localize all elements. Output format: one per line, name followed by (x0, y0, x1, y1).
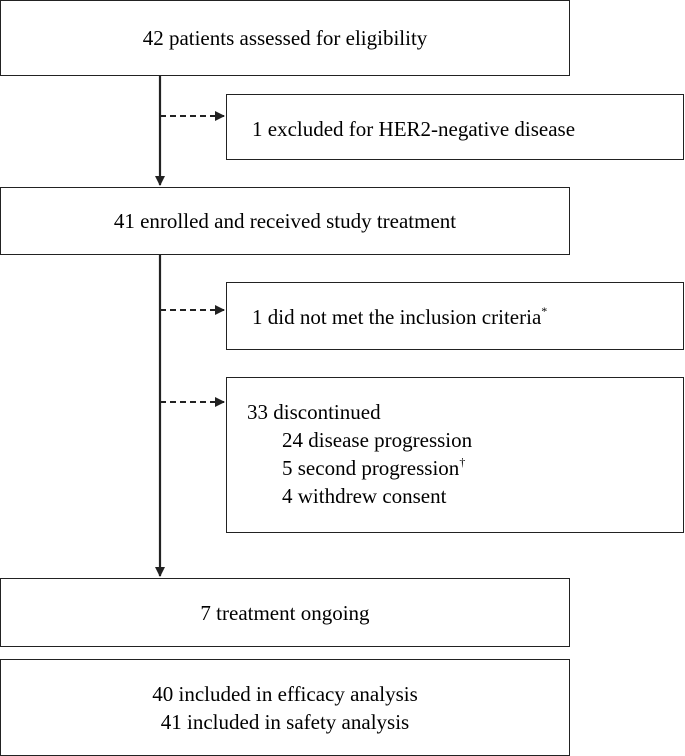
not-met-line: 1 did not met the inclusion criteria* (252, 303, 547, 331)
safety-analysis-text: 41 included in safety analysis (160, 709, 410, 734)
ongoing-text: 7 treatment ongoing (200, 600, 370, 625)
discontinued-item-text: 4 withdrew consent (282, 484, 447, 508)
not-met-text: 1 did not met the inclusion criteria (252, 305, 542, 329)
enrolled-text: 41 enrolled and received study treatment (113, 209, 457, 233)
excluded-text: 1 excluded for HER2-negative disease (252, 117, 576, 141)
discontinued-item-text: 5 second progression (282, 456, 460, 480)
assessed-text: 42 patients assessed for eligibility (142, 26, 428, 50)
not-met-footnote-mark: * (541, 304, 548, 318)
box-ongoing: 7 treatment ongoing (0, 578, 570, 647)
discontinued-title: 33 discontinued (247, 400, 381, 424)
discontinued-item-text: 24 disease progression (282, 428, 473, 452)
box-discontinued: 33 discontinued 24 disease progression 5… (226, 377, 684, 533)
box-assessed: 42 patients assessed for eligibility (0, 0, 570, 76)
efficacy-analysis-text: 40 included in efficacy analysis (152, 681, 418, 706)
box-analysis: 40 included in efficacy analysis 41 incl… (0, 659, 570, 756)
discontinued-item: 24 disease progression (247, 426, 472, 454)
second-progression-footnote-mark: † (459, 455, 466, 469)
box-not-met-criteria: 1 did not met the inclusion criteria* (226, 282, 684, 350)
box-enrolled: 41 enrolled and received study treatment (0, 187, 570, 255)
box-excluded: 1 excluded for HER2-negative disease (226, 94, 684, 160)
discontinued-item: 4 withdrew consent (247, 482, 472, 510)
discontinued-item: 5 second progression† (247, 454, 472, 482)
